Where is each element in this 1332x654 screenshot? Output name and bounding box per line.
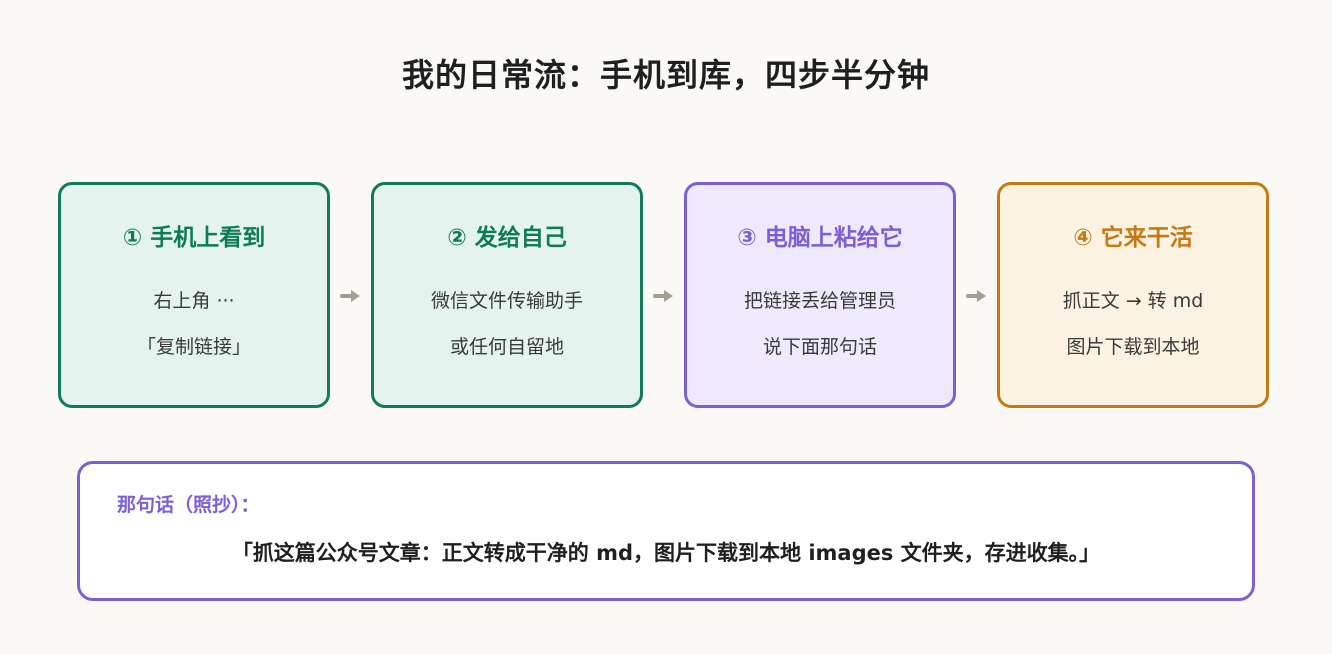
step-card-3: ③ 电脑上粘给它 把链接丢给管理员 说下面那句话 (684, 182, 956, 408)
step-line-1: 抓正文 → 转 md (1062, 290, 1204, 312)
step-line-2: 说下面那句话 (762, 336, 877, 358)
arrow-right-icon (340, 290, 360, 302)
step-title: ② 发给自己 (447, 225, 567, 251)
step-line-1: 微信文件传输助手 (430, 290, 583, 312)
note-label: 那句话（照抄）： (117, 494, 260, 516)
step-card-1: ① 手机上看到 右上角 ··· 「复制链接」 (58, 182, 330, 408)
step-title: ③ 电脑上粘给它 (737, 225, 903, 251)
step-title: ④ 它来干活 (1073, 225, 1193, 251)
step-title: ① 手机上看到 (122, 225, 266, 251)
quote-note-box: 那句话（照抄）： 「抓这篇公众号文章：正文转成干净的 md，图片下载到本地 im… (77, 461, 1255, 601)
step-line-1: 右上角 ··· (153, 290, 235, 312)
arrow-right-icon (653, 290, 673, 302)
step-line-1: 把链接丢给管理员 (743, 290, 896, 312)
step-card-2: ② 发给自己 微信文件传输助手 或任何自留地 (371, 182, 643, 408)
page-title: 我的日常流：手机到库，四步半分钟 (401, 56, 930, 94)
note-quote: 「抓这篇公众号文章：正文转成干净的 md，图片下载到本地 images 文件夹，… (231, 541, 1101, 565)
step-line-2: 「复制链接」 (136, 336, 251, 358)
step-line-2: 或任何自留地 (449, 336, 564, 358)
arrow-right-icon (966, 290, 986, 302)
step-card-4: ④ 它来干活 抓正文 → 转 md 图片下载到本地 (997, 182, 1269, 408)
step-line-2: 图片下载到本地 (1066, 336, 1200, 358)
